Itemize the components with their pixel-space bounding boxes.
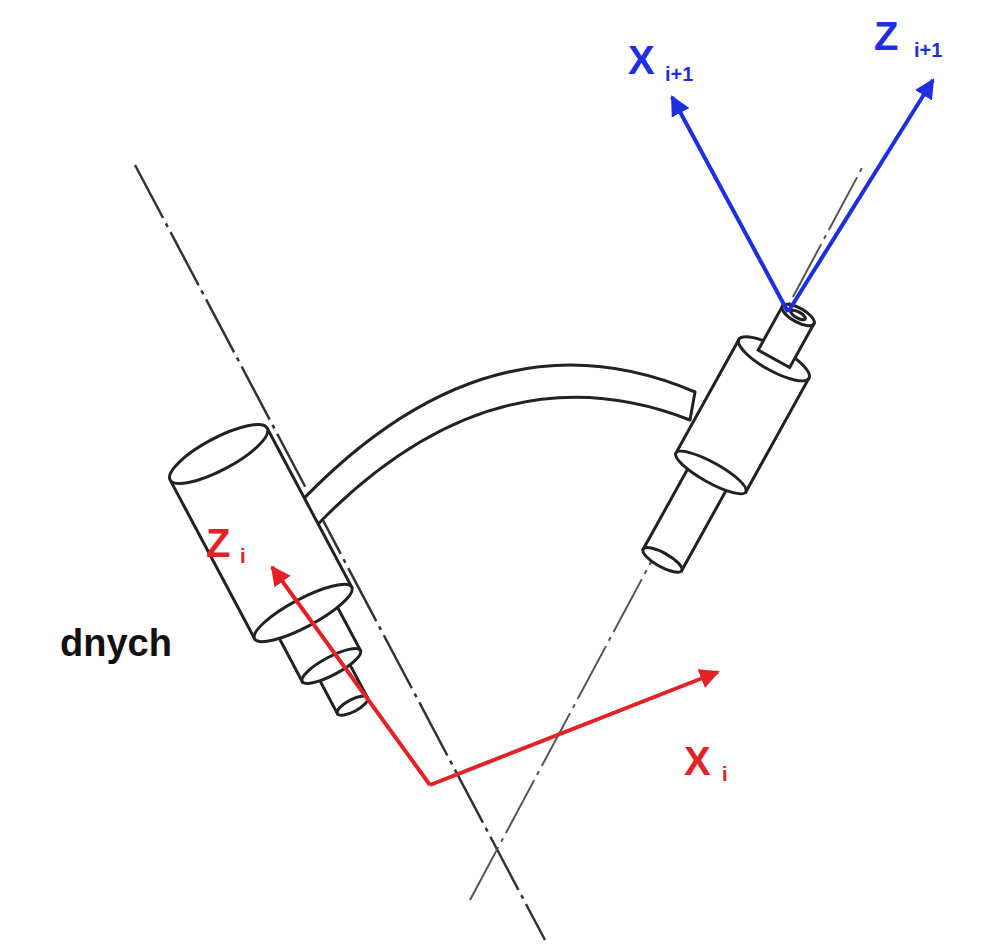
z-axis-arrow xyxy=(272,567,430,785)
joint-cylinder xyxy=(163,414,404,737)
x-axis-arrow xyxy=(430,672,718,785)
axis-name: Z xyxy=(206,523,230,563)
axis-name: X xyxy=(684,741,711,781)
joint-axis xyxy=(135,165,545,940)
joint-cylinder xyxy=(624,290,837,586)
axis-subscript: i+1 xyxy=(665,64,693,84)
joint-axis xyxy=(470,168,862,900)
axis-subscript: i xyxy=(240,546,246,566)
z-axis-arrow xyxy=(788,80,933,312)
link-arm xyxy=(282,365,695,552)
axis-subscript: i+1 xyxy=(914,40,942,60)
slide-text: dnych xyxy=(60,624,172,662)
axis-name: X xyxy=(628,40,655,80)
x-axis-arrow xyxy=(672,97,788,312)
axis-name: Z xyxy=(874,16,898,56)
axis-subscript: i xyxy=(722,764,728,784)
